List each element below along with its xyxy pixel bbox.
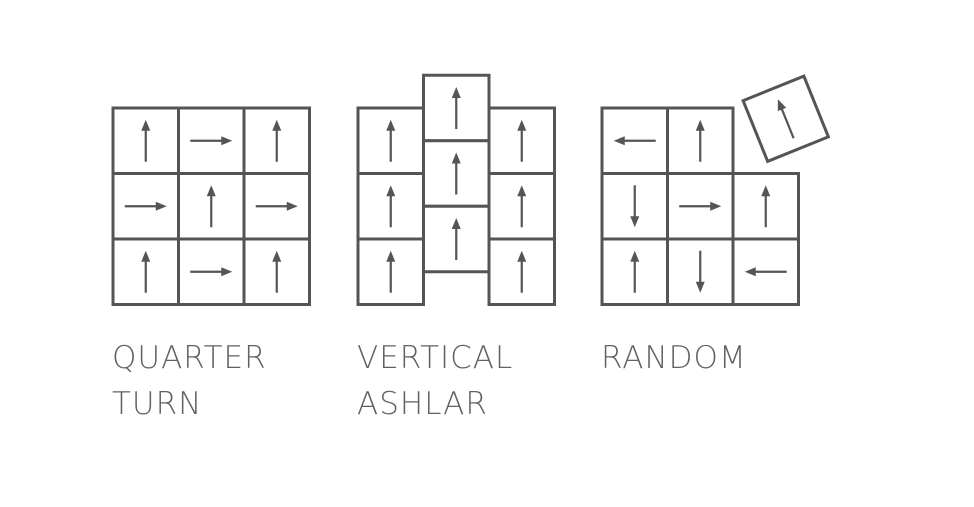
label-quarter-turn-line1: QUARTER <box>112 340 267 376</box>
tile-quarter-turn-2 <box>177 106 246 175</box>
tile-quarter-turn-3 <box>242 106 311 175</box>
tile-frame <box>242 106 311 175</box>
arrow-up-icon <box>386 119 396 162</box>
arrow-up-icon <box>517 119 527 162</box>
label-quarter-turn: QUARTER TURN <box>112 335 267 427</box>
arrow-up-icon <box>761 185 771 228</box>
arrow-up-icon <box>777 99 795 139</box>
arrow-up-icon <box>451 87 461 129</box>
tile-quarter-turn-9 <box>242 237 311 306</box>
label-random: RANDOM <box>601 335 747 381</box>
arrow-right-icon <box>679 201 722 211</box>
arrow-down-icon <box>630 185 640 228</box>
tile-quarter-turn-5 <box>177 172 246 241</box>
tile-quarter-turn-4 <box>111 172 180 241</box>
arrow-left-icon <box>744 267 787 277</box>
pattern-quarter-turn <box>111 106 311 306</box>
tile-vertical-ashlar-6 <box>422 204 491 274</box>
tile-vertical-ashlar-1 <box>356 106 425 175</box>
tile-random-6 <box>731 172 800 241</box>
arrow-up-icon <box>386 185 396 228</box>
tile-vertical-ashlar-2 <box>356 172 425 241</box>
arrow-up-icon <box>386 250 396 293</box>
arrow-up-icon <box>517 250 527 293</box>
tile-vertical-ashlar-7 <box>487 106 556 175</box>
tile-random-5 <box>666 172 735 241</box>
arrow-up-icon <box>695 119 705 162</box>
tile-quarter-turn-7 <box>111 237 180 306</box>
arrow-up-icon <box>141 250 151 293</box>
arrow-right-icon <box>190 136 233 146</box>
arrow-up-icon <box>517 185 527 228</box>
tile-random-1 <box>600 106 669 175</box>
arrow-up-icon <box>272 250 282 293</box>
arrow-up-icon <box>630 250 640 293</box>
arrow-up-icon <box>206 185 216 228</box>
tile-random-7 <box>600 237 669 306</box>
arrow-up-icon <box>451 152 461 195</box>
pattern-vertical-ashlar <box>356 73 556 306</box>
arrow-down-icon <box>695 250 705 293</box>
tile-random-4 <box>600 172 669 241</box>
arrow-right-icon <box>255 201 298 211</box>
tile-random-8 <box>666 237 735 306</box>
tile-vertical-ashlar-8 <box>487 172 556 241</box>
label-random-line1: RANDOM <box>601 340 747 376</box>
tile-frame <box>422 73 491 143</box>
tile-vertical-ashlar-3 <box>356 237 425 306</box>
tile-quarter-turn-6 <box>242 172 311 241</box>
tile-quarter-turn-1 <box>111 106 180 175</box>
label-vertical-ashlar-line2: ASHLAR <box>357 386 488 422</box>
arrow-up-icon <box>272 119 282 162</box>
tile-random-3 <box>741 74 831 164</box>
tile-vertical-ashlar-4 <box>422 73 491 143</box>
tile-random-2 <box>666 106 735 175</box>
arrow-up-icon <box>451 218 461 260</box>
label-quarter-turn-line2: TURN <box>112 386 203 422</box>
arrow-right-icon <box>190 267 233 277</box>
tile-vertical-ashlar-5 <box>422 139 491 208</box>
label-vertical-ashlar-line1: VERTICAL <box>357 340 514 376</box>
arrow-right-icon <box>124 201 167 211</box>
tile-vertical-ashlar-9 <box>487 237 556 306</box>
pattern-random <box>600 74 831 306</box>
tile-random-9 <box>731 237 800 306</box>
arrow-left-icon <box>613 136 656 146</box>
label-vertical-ashlar: VERTICAL ASHLAR <box>357 335 513 427</box>
arrow-up-icon <box>141 119 151 162</box>
tile-quarter-turn-8 <box>177 237 246 306</box>
